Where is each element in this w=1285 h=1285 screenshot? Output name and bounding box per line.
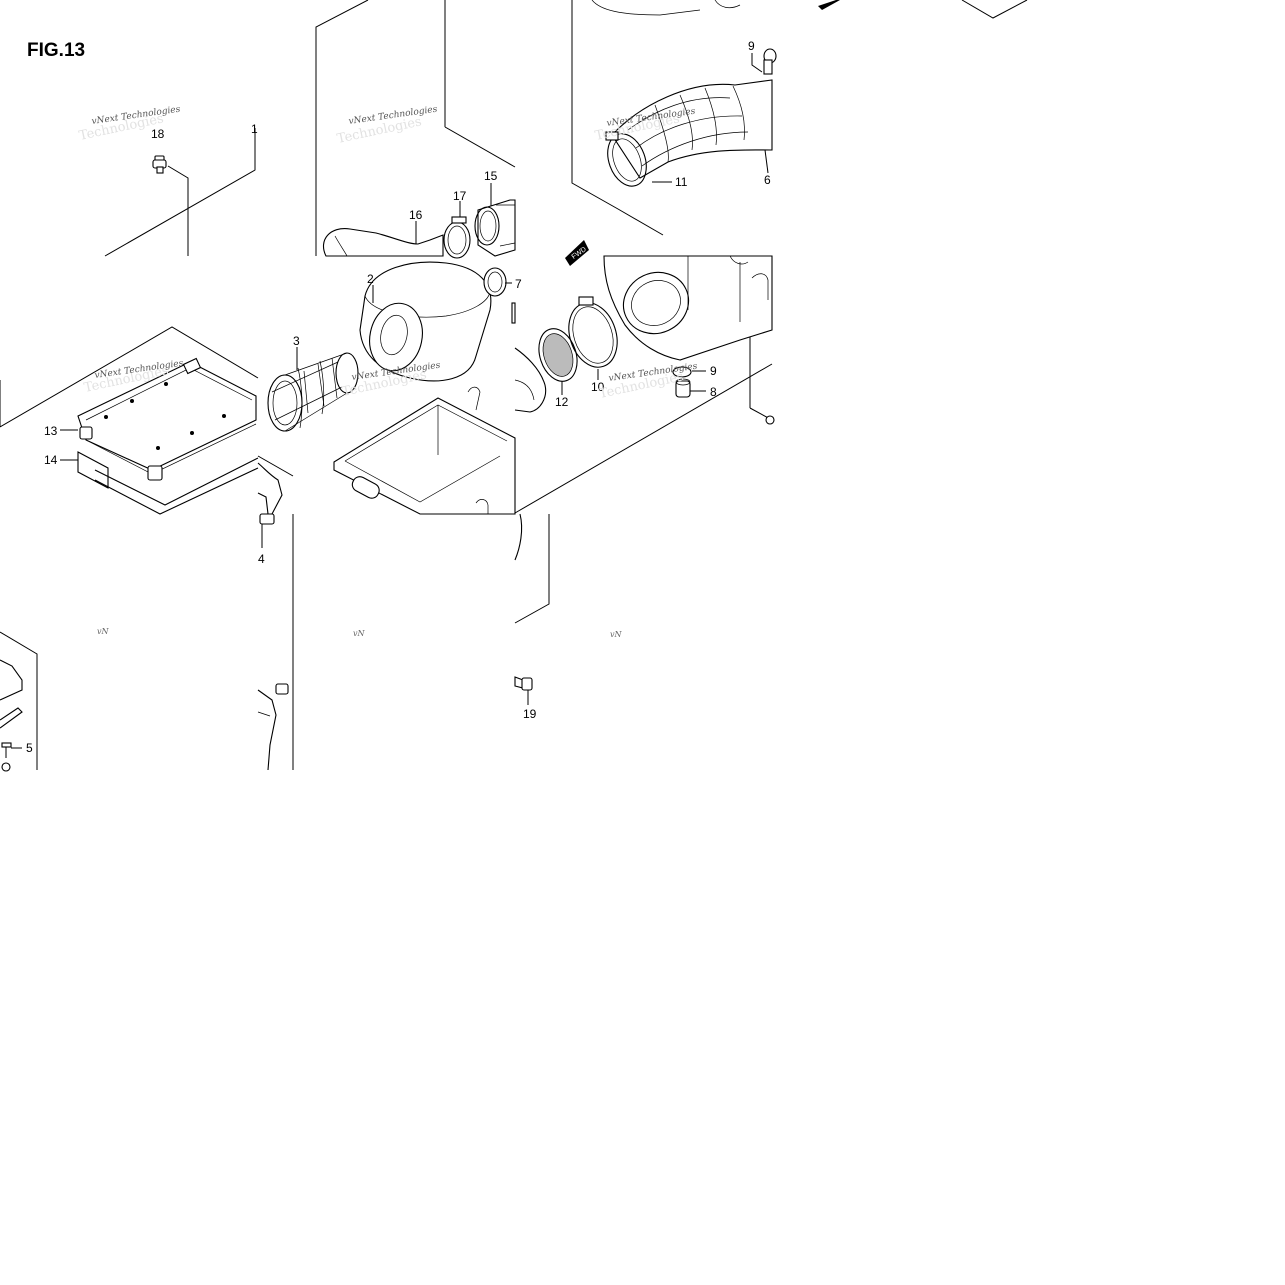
callout-12: 12 xyxy=(555,395,569,409)
air-filter-2 xyxy=(359,261,492,382)
airbox-housing xyxy=(603,255,773,361)
ring-7 xyxy=(483,267,507,297)
drain-8 xyxy=(675,378,691,398)
callout-11: 11 xyxy=(675,175,688,189)
callout-4: 4 xyxy=(258,552,265,566)
callout-9-upper: 9 xyxy=(748,39,755,53)
bolt-18 xyxy=(152,155,167,174)
callout-9-lower: 9 xyxy=(710,364,717,378)
callout-15: 15 xyxy=(484,169,498,183)
fwd-arrow-upper-icon xyxy=(818,0,840,10)
joint-15 xyxy=(474,199,516,257)
filter-cage-3 xyxy=(267,352,359,432)
callout-7: 7 xyxy=(515,277,522,291)
callout-19: 19 xyxy=(523,707,537,721)
callout-3: 3 xyxy=(293,334,300,348)
callout-13: 13 xyxy=(44,424,58,438)
svg-text:vN: vN xyxy=(97,627,110,636)
clip-4 xyxy=(259,513,275,548)
clamp-11 xyxy=(605,131,647,187)
callout-2: 2 xyxy=(367,272,374,286)
clamp-9-upper xyxy=(763,48,777,75)
callout-8: 8 xyxy=(710,385,717,399)
screw-5 xyxy=(1,742,12,772)
lower-left-fragment xyxy=(0,659,23,729)
cap-9 xyxy=(672,366,692,378)
clamp-10 xyxy=(568,296,618,368)
figure-title: FIG.13 xyxy=(27,40,85,61)
screen-12 xyxy=(538,328,578,382)
callout-5: 5 xyxy=(26,741,33,755)
assembly-frames xyxy=(0,0,1028,770)
lower-hose-fragment xyxy=(257,513,523,771)
callout-16: 16 xyxy=(409,208,423,222)
fwd-arrow-label: FWD xyxy=(571,246,588,261)
callout-10: 10 xyxy=(591,380,605,394)
callout-17: 17 xyxy=(453,189,467,203)
gasket-14 xyxy=(77,451,259,515)
callout-6: 6 xyxy=(764,173,771,187)
callout-1: 1 xyxy=(251,122,258,136)
airbox-cover-13 xyxy=(77,357,257,481)
intake-duct-16 xyxy=(323,228,444,257)
bolt-19 xyxy=(514,676,533,691)
airbox-lower-tray xyxy=(333,386,516,515)
callout-14: 14 xyxy=(44,453,58,467)
intake-hose-6 xyxy=(591,0,773,179)
callout-labels: 1 18 16 17 15 2 3 7 13 14 4 5 19 12 10 9… xyxy=(26,39,771,755)
svg-text:vN: vN xyxy=(353,629,366,638)
fwd-arrow-icon: FWD xyxy=(565,240,589,266)
svg-text:vN: vN xyxy=(610,630,623,639)
callout-18: 18 xyxy=(151,127,165,141)
clamp-17 xyxy=(443,216,471,259)
